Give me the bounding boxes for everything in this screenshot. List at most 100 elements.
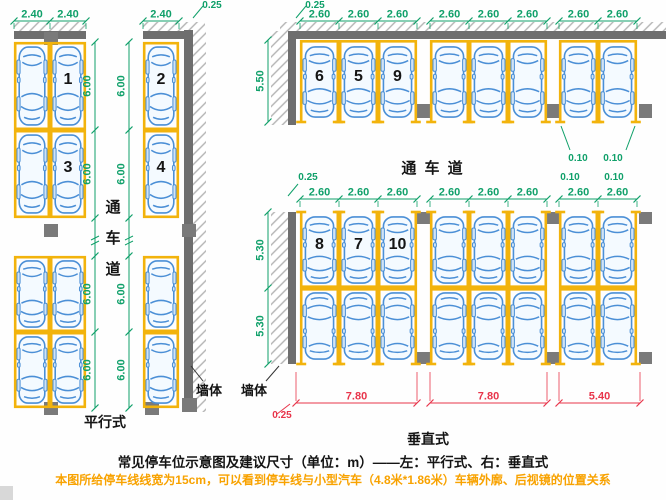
parking-spot (13, 129, 51, 219)
dim-line (555, 17, 563, 25)
parking-spot (49, 331, 87, 409)
pillar (417, 104, 430, 118)
dim-label: 2.60 (517, 187, 538, 199)
dim-line (594, 17, 602, 25)
parking-spot (142, 255, 180, 333)
wall (143, 31, 193, 39)
dim-label: 6.00 (82, 163, 94, 184)
dim-label: 0.10 (603, 153, 623, 164)
wall-hatch (193, 30, 206, 412)
parking-spot (429, 40, 470, 122)
dim-line (335, 17, 343, 25)
wall-hatch (271, 212, 288, 364)
parking-spot (468, 40, 509, 122)
car-icon (601, 293, 634, 359)
car-icon (601, 217, 634, 283)
parking-spot (49, 255, 87, 333)
spot-number: 5 (354, 68, 363, 85)
wall-label-left: 墙体 (196, 383, 223, 398)
dim-line (125, 38, 133, 46)
car-icon (53, 135, 83, 213)
car-icon (433, 47, 466, 117)
parking-spot (597, 212, 638, 288)
parking-spot (597, 288, 638, 364)
dim-line (374, 195, 382, 203)
dim-line (125, 214, 133, 222)
dim-label: 2.60 (348, 187, 369, 199)
pillar (546, 352, 559, 364)
dim-label: 2.40 (57, 9, 78, 21)
lane-label-char: 通 (105, 199, 121, 216)
dim-line (374, 17, 382, 25)
car-icon (472, 217, 505, 283)
dim-line (276, 403, 291, 415)
dim-line (125, 328, 133, 336)
dim-line (594, 195, 602, 203)
pillar (639, 212, 652, 224)
dim-line (91, 252, 99, 260)
dim-label: 5.50 (255, 70, 267, 91)
parking-spot (299, 212, 340, 288)
dim-line (292, 399, 300, 407)
wall-hatch (143, 22, 205, 31)
dim-label: 2.60 (568, 187, 589, 199)
dim-line (296, 195, 304, 203)
dim-line (555, 399, 563, 407)
dim-line (295, 5, 307, 19)
parking-spot (299, 288, 340, 364)
dim-line (625, 125, 636, 151)
parking-spot (558, 40, 599, 122)
parking-spot (13, 331, 51, 409)
dim-label: 6.00 (116, 163, 128, 184)
spot-number: 4 (157, 159, 166, 176)
car-icon (17, 135, 47, 213)
car-icon (146, 337, 176, 403)
car-icon (511, 293, 544, 359)
dim-line (296, 17, 304, 25)
dim-label: 2.60 (309, 187, 330, 199)
parking-spot (13, 255, 51, 333)
wall (184, 30, 193, 412)
parking-spot (558, 288, 599, 364)
car-icon (511, 217, 544, 283)
dim-line (190, 365, 204, 382)
dim-line (413, 17, 421, 25)
car-icon (303, 47, 336, 117)
wall (288, 212, 296, 364)
dim-line (90, 240, 100, 246)
dim-line (265, 365, 280, 382)
dim-label: 0.25 (272, 410, 292, 421)
parking-spot (597, 40, 638, 122)
dim-line (543, 399, 551, 407)
lane-label-parallel: 通车道 (103, 196, 123, 279)
parking-spot (49, 41, 87, 131)
dim-line (465, 17, 473, 25)
dim-label: 2.60 (439, 9, 460, 21)
dim-line (633, 195, 641, 203)
dim-line (287, 183, 299, 197)
dim-label: 2.60 (478, 9, 499, 21)
dim-line (264, 360, 272, 368)
dim-label: 2.60 (309, 9, 330, 21)
dim-line (264, 284, 272, 292)
dim-line (139, 17, 147, 25)
car-icon (342, 47, 375, 117)
parking-spot (377, 212, 418, 288)
spot-number: 9 (393, 68, 402, 85)
dim-line (264, 36, 272, 44)
lane-label-perpendicular: 通 车 道 (401, 160, 465, 177)
dim-label: 0.10 (560, 172, 580, 183)
dim-label: 6.00 (82, 359, 94, 380)
dim-line (264, 208, 272, 216)
dim-line (10, 17, 18, 25)
dim-line (465, 195, 473, 203)
pillar (546, 104, 559, 118)
car-icon (381, 293, 414, 359)
dim-label: 2.40 (21, 9, 42, 21)
dim-line (91, 214, 99, 222)
dim-line (413, 399, 421, 407)
car-icon (342, 217, 375, 283)
car-icon (433, 293, 466, 359)
pillar (44, 32, 58, 45)
dim-line (426, 17, 434, 25)
